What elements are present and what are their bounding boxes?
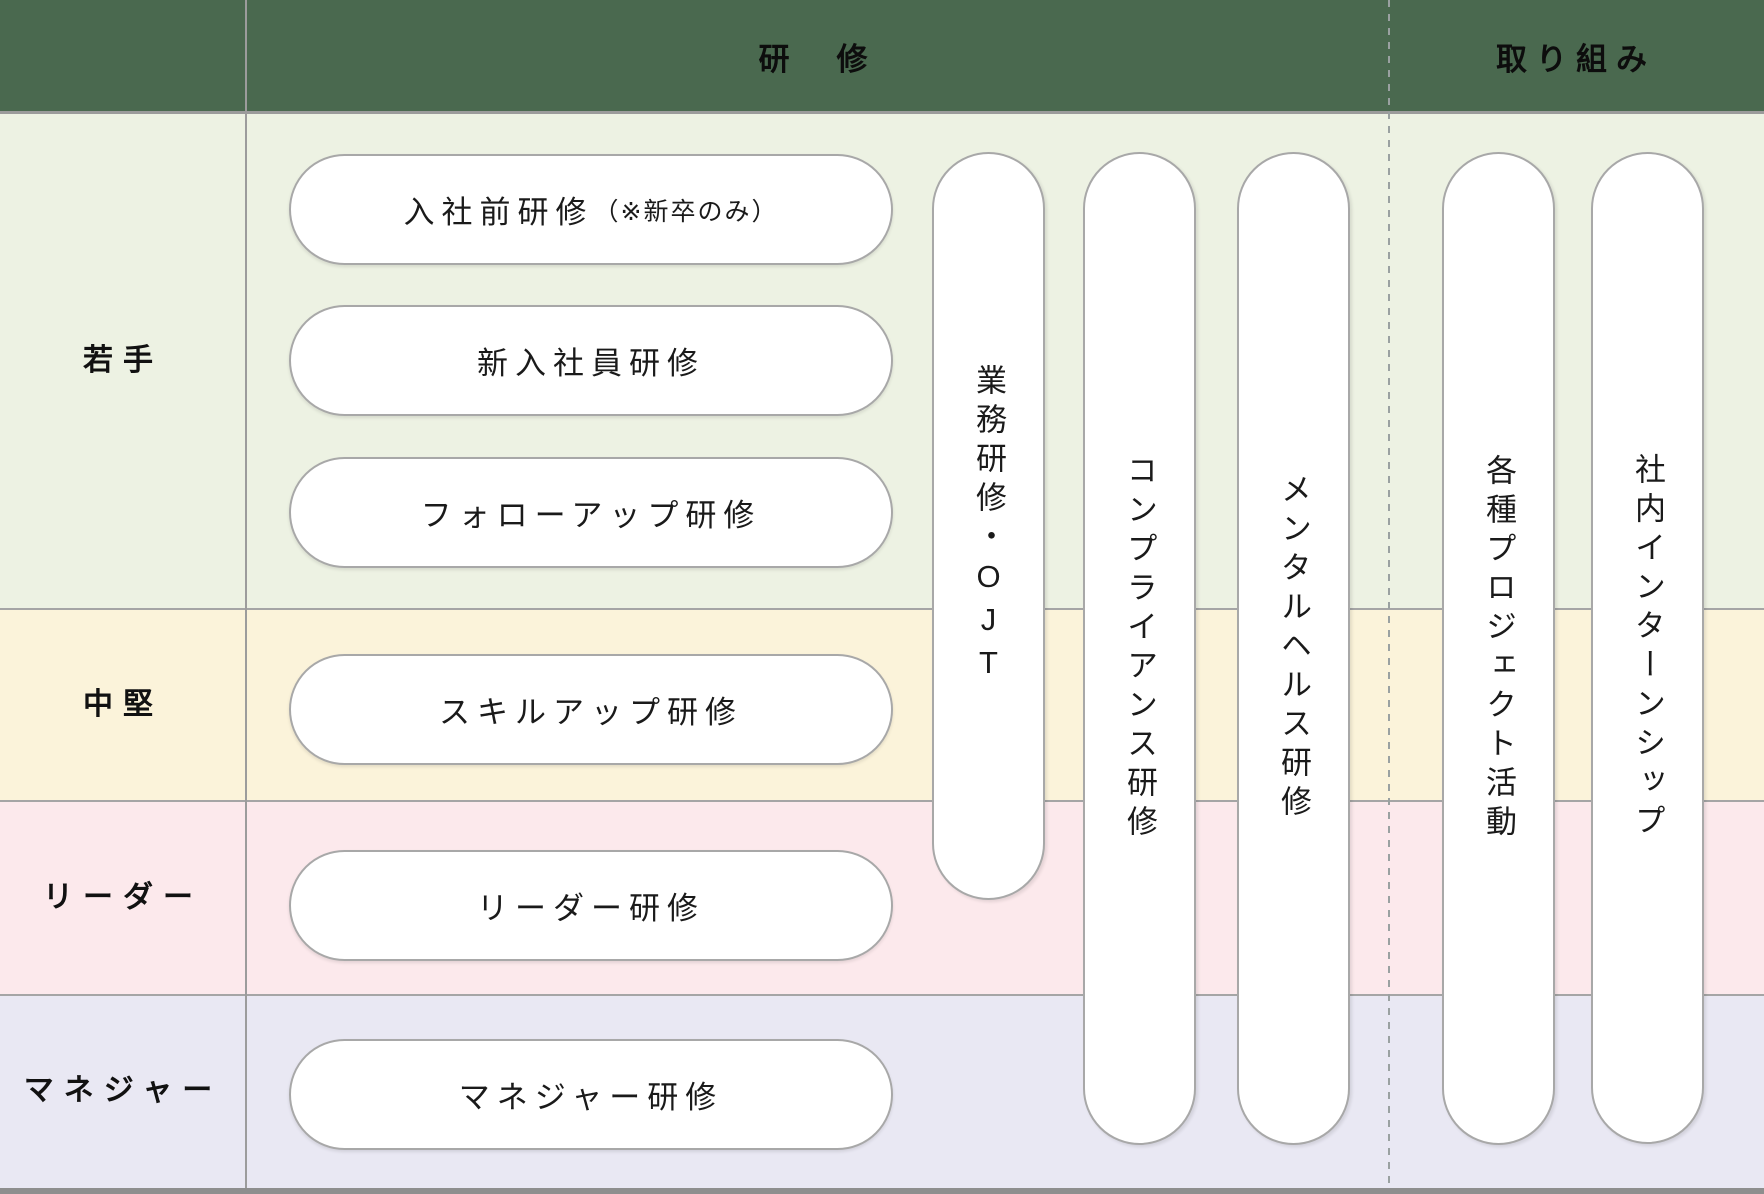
pill-new-employee-training: 新入社員研修 [289,305,893,416]
pill-label: 業務研修・OJT [971,364,1006,688]
section-divider-dashed-line [1388,0,1390,1188]
pill-label: 入社前研修 [403,195,594,230]
pill-pre-employment-training: 入社前研修（※新卒のみ） [289,154,893,265]
pill-label: マネジャー研修 [458,1080,724,1115]
pill-ojt-training: 業務研修・OJT [932,152,1045,900]
pill-label: スキルアップ研修 [439,695,743,730]
pill-follow-up-training: フォローアップ研修 [289,457,893,568]
section-title-initiatives: 取り組み [1496,42,1656,77]
pill-skill-up-training: スキルアップ研修 [289,654,893,765]
header-bottom-border [0,111,1764,114]
row-label-wakate: 若手 [83,344,163,377]
pill-label: フォローアップ研修 [420,498,762,533]
pill-label: 各種プロジェクト活動 [1481,453,1516,844]
pill-manager-training: マネジャー研修 [289,1039,893,1150]
header-band [0,0,1764,113]
pill-compliance-training: コンプライアンス研修 [1083,152,1196,1145]
section-title-training: 研 修 [758,42,876,77]
label-column-divider [245,0,247,1188]
row-label-leader: リーダー [43,881,203,914]
pill-mental-health-training: メンタルヘルス研修 [1237,152,1350,1145]
pill-label: メンタルヘルス研修 [1276,473,1311,824]
pill-label: 社内インターンシップ [1630,453,1665,843]
pill-label: リーダー研修 [477,891,705,926]
pill-label: コンプライアンス研修 [1122,453,1157,844]
row-label-chuken: 中堅 [83,688,163,721]
pill-note: （※新卒のみ） [593,197,779,226]
row-divider-leader-manager [0,994,1764,996]
pill-internal-internship: 社内インターンシップ [1591,152,1704,1144]
pill-project-activities: 各種プロジェクト活動 [1442,152,1555,1145]
row-divider-wakate-chuken [0,608,1764,610]
pill-label: 新入社員研修 [477,346,705,381]
row-divider-chuken-leader [0,800,1764,802]
bottom-border [0,1188,1764,1194]
row-label-manager: マネジャー [23,1074,223,1107]
pill-leader-training: リーダー研修 [289,850,893,961]
